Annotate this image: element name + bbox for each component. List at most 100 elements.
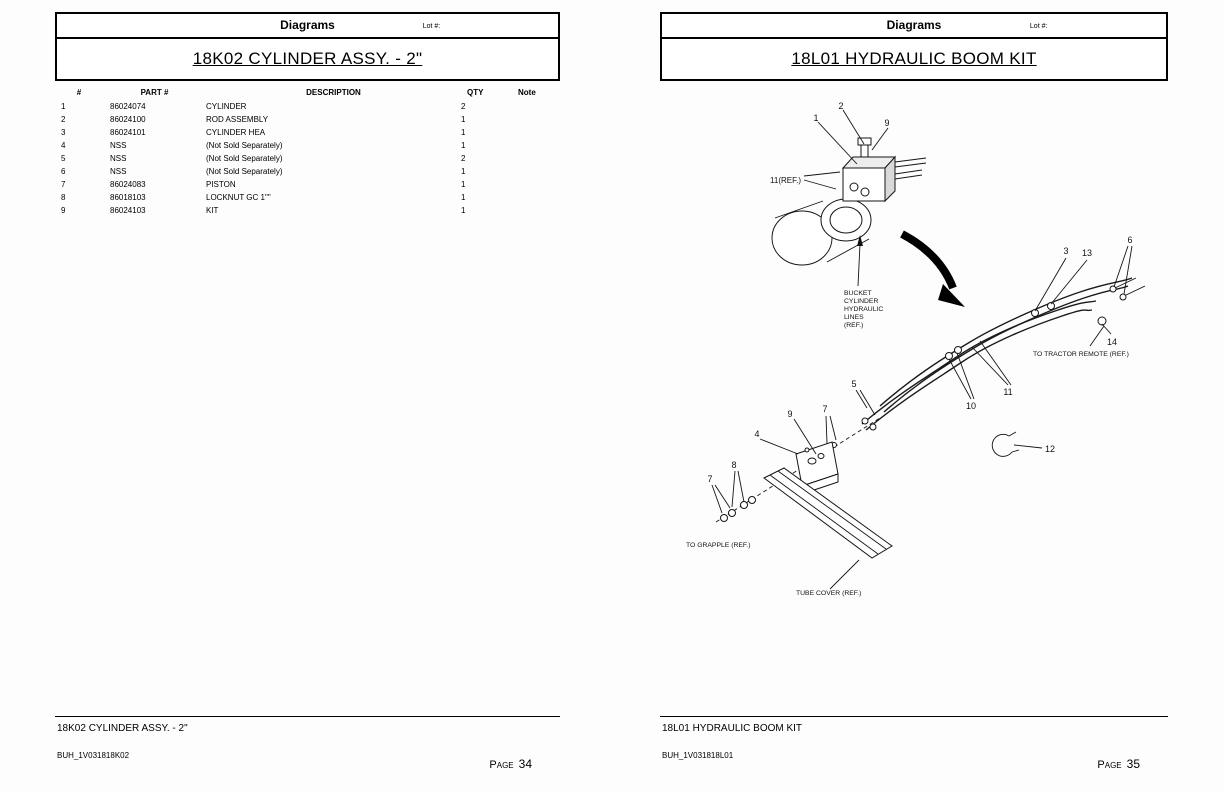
cell-num: 4 [61, 141, 66, 150]
header-top-row: Diagrams Lot #: [57, 14, 558, 39]
cell-desc: KIT [206, 206, 219, 215]
cell-qty: 1 [461, 167, 466, 176]
cell-num: 1 [61, 102, 66, 111]
cell-desc: (Not Sold Separately) [206, 154, 283, 163]
callout-7-low: 7 [707, 474, 712, 484]
cell-note [513, 113, 560, 126]
callout-8: 8 [731, 460, 736, 470]
footer-title: 18L01 HYDRAULIC BOOM KIT [662, 723, 803, 734]
header-box: Diagrams Lot #: 18K02 CYLINDER ASSY. - 2… [55, 12, 560, 81]
tractor-remote-label: TO TRACTOR REMOTE (REF.) [1033, 351, 1129, 358]
cell-qty: 1 [461, 128, 466, 137]
cell-note [513, 204, 560, 217]
diagram-labels: BUCKET CYLINDER HYDRAULIC LINES (REF.) T… [686, 290, 1129, 597]
tube-cover-label: TUBE COVER (REF.) [796, 590, 861, 597]
page-35: Diagrams Lot #: 18L01 HYDRAULIC BOOM KIT [660, 0, 1168, 792]
callout-14: 14 [1107, 337, 1117, 347]
cell-num: 2 [61, 115, 66, 124]
callout-13: 13 [1082, 248, 1092, 258]
cell-desc: (Not Sold Separately) [206, 167, 283, 176]
cell-desc: CYLINDER [206, 102, 247, 111]
callout-7-mid: 7 [822, 404, 827, 414]
callout-4: 4 [754, 429, 759, 439]
callout-6: 6 [1127, 235, 1132, 245]
cell-num: 6 [61, 167, 66, 176]
header-num: # [76, 88, 82, 97]
cell-note [513, 178, 560, 191]
callout-9-mid: 9 [787, 409, 792, 419]
cell-part: NSS [110, 154, 127, 163]
header-title-row: 18K02 CYLINDER ASSY. - 2" [57, 39, 558, 79]
callout-1: 1 [813, 113, 818, 123]
header-note: Note [518, 88, 536, 97]
cell-num: 8 [61, 193, 66, 202]
cell-part: 86024100 [110, 115, 146, 124]
page-title: 18K02 CYLINDER ASSY. - 2" [192, 49, 423, 68]
table-header-row: # PART # DESCRIPTION QTY Note [55, 86, 560, 99]
cell-part: 86024103 [110, 206, 146, 215]
cell-note [513, 139, 560, 152]
callout-11-ref: 11(REF.) [770, 176, 801, 185]
assembly-axis [715, 417, 881, 523]
cell-part: NSS [110, 167, 127, 176]
lot-number-label: Lot #: [422, 23, 441, 30]
page-num-value: 34 [518, 757, 532, 771]
cell-part: 86018103 [110, 193, 146, 202]
cell-num: 5 [61, 154, 66, 163]
cell-qty: 1 [461, 141, 466, 150]
bucket-cylinder [771, 198, 872, 266]
table-row: 2 86024100 ROD ASSEMBLY 1 [55, 113, 560, 126]
direction-arrow [900, 230, 965, 307]
cell-num: 3 [61, 128, 66, 137]
cell-part: 86024074 [110, 102, 146, 111]
table-row: 6 NSS (Not Sold Separately) 1 [55, 165, 560, 178]
cell-qty: 2 [461, 102, 466, 111]
cell-qty: 1 [461, 115, 466, 124]
page-number: Page 34 [489, 757, 532, 771]
callout-10: 10 [966, 401, 976, 411]
callout-12: 12 [1045, 444, 1055, 454]
cell-note [513, 100, 560, 113]
cell-desc: PISTON [206, 180, 236, 189]
bucket-lines-label-1: BUCKET [844, 290, 872, 297]
bucket-lines-label-4: LINES [844, 314, 864, 321]
table-row: 1 86024074 CYLINDER 2 [55, 100, 560, 113]
document-code: BUH_1V031818K02 [57, 751, 130, 760]
cell-note [513, 165, 560, 178]
page-label: Page [1097, 759, 1122, 771]
tube-cover [763, 467, 893, 559]
page-label: Page [489, 759, 514, 771]
footer-title: 18K02 CYLINDER ASSY. - 2" [57, 723, 188, 734]
header-box: Diagrams Lot #: 18L01 HYDRAULIC BOOM KIT [660, 12, 1168, 81]
callout-11: 11 [1003, 387, 1012, 397]
bucket-lines-label-3: HYDRAULIC [844, 306, 883, 313]
footer-divider [660, 716, 1168, 717]
header-desc: DESCRIPTION [306, 88, 361, 97]
lot-number-label: Lot #: [1029, 23, 1048, 30]
leader-lines [711, 109, 1133, 590]
grapple-label: TO GRAPPLE (REF.) [686, 542, 750, 549]
cell-qty: 1 [461, 206, 466, 215]
callout-9-top: 9 [884, 118, 889, 128]
page-34: Diagrams Lot #: 18K02 CYLINDER ASSY. - 2… [55, 0, 560, 792]
cell-desc: CYLINDER HEA [206, 128, 266, 137]
cell-qty: 2 [461, 154, 466, 163]
cell-desc: ROD ASSEMBLY [206, 115, 269, 124]
document-code: BUH_1V031818L01 [662, 751, 734, 760]
cell-desc: (Not Sold Separately) [206, 141, 283, 150]
boom-kit-diagram: 1 2 9 11(REF.) 3 13 6 14 5 7 9 10 11 4 8… [686, 101, 1146, 597]
diagrams-heading: Diagrams [280, 18, 335, 32]
footer-divider [55, 716, 560, 717]
header-part: PART # [140, 88, 169, 97]
header-top-row: Diagrams Lot #: [662, 14, 1166, 39]
table-body: 1 86024074 CYLINDER 2 2 86024100 ROD ASSEMBLY 1… [55, 100, 560, 217]
valve-block [841, 137, 927, 203]
cell-part: NSS [110, 141, 127, 150]
cell-qty: 1 [461, 180, 466, 189]
